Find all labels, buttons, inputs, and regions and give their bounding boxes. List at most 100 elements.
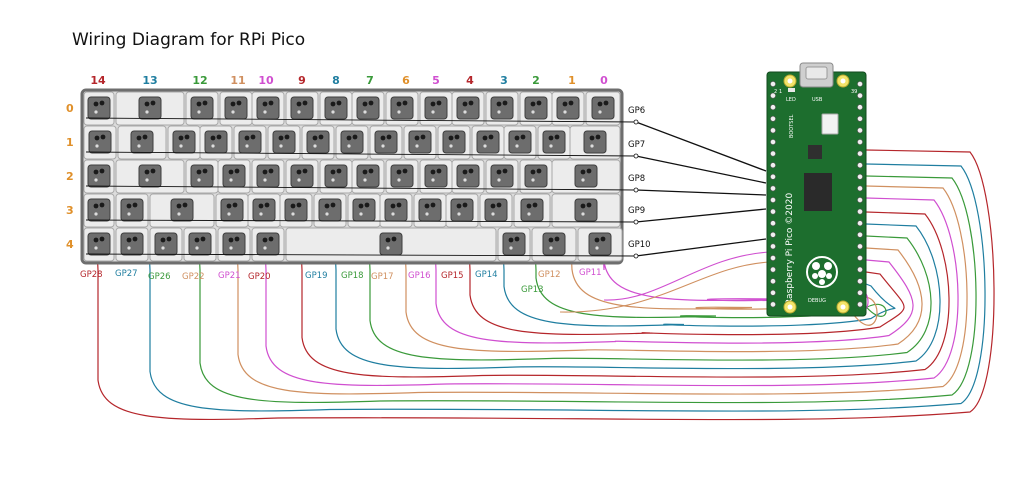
key-r2-c0 (83, 159, 115, 194)
pico-pin-right-3 (857, 104, 863, 111)
pico-pin-left-13 (770, 220, 776, 227)
key-r2-c4 (251, 159, 285, 194)
key-r3-c12 (513, 193, 551, 228)
key-r3-c8 (379, 193, 413, 228)
key-r3-c2 (149, 193, 215, 228)
row-label-2: 2 (66, 170, 74, 183)
key-r2-c8 (385, 159, 419, 194)
pico-pin-right-10 (857, 185, 863, 192)
keyboard-matrix (80, 88, 624, 265)
debug-label: DEBUG (808, 298, 826, 304)
column-label-1: 1 (568, 74, 576, 87)
pico-pin-left-4 (770, 115, 776, 122)
key-r4-c4 (217, 227, 251, 262)
key-r4-c2 (149, 227, 183, 262)
column-label-9: 9 (298, 74, 306, 87)
row-wire-GP6 (85, 117, 637, 123)
column-label-4: 4 (466, 74, 474, 87)
column-label-11: 11 (230, 74, 245, 87)
column-pin-label-GP18: GP18 (341, 271, 364, 281)
column-pin-label-GP11: GP11 (579, 268, 602, 278)
pico-pin-left-6 (770, 139, 776, 145)
row-wire-GP10 (85, 253, 637, 257)
column-label-14: 14 (90, 74, 106, 87)
key-r3-c7 (347, 193, 381, 228)
usb-label: USB (812, 97, 823, 103)
column-label-10: 10 (258, 74, 274, 87)
pico-pin-right-15 (857, 243, 863, 250)
key-r0-c10 (451, 91, 485, 126)
key-r0-c14 (585, 91, 621, 126)
row-pin-label-GP7: GP7 (628, 140, 645, 150)
key-r1-c2 (167, 125, 201, 160)
column-pin-label-GP19: GP19 (305, 271, 328, 281)
pico-pin-right-17 (857, 266, 863, 273)
row-pin-label-GP8: GP8 (628, 174, 645, 184)
key-r2-c7 (351, 159, 385, 194)
pin-39-label: 39 (851, 89, 857, 95)
pin-2-label: 2 (774, 89, 777, 95)
key-r1-c14 (569, 125, 621, 160)
pico-pin-right-1 (857, 81, 863, 87)
key-r0-c0 (83, 91, 115, 126)
key-r0-c6 (319, 91, 353, 126)
key-r1-c13 (537, 125, 571, 160)
key-r0-c13 (551, 91, 585, 126)
key-r1-c5 (267, 125, 301, 160)
bootsel-button[interactable] (821, 113, 839, 135)
pico-pin-left-2 (770, 92, 776, 99)
pico-pin-right-12 (857, 208, 863, 215)
key-r1-c10 (437, 125, 471, 160)
column-label-7: 7 (366, 74, 374, 87)
column-label-12: 12 (192, 74, 207, 87)
pico-pin-right-4 (857, 115, 863, 122)
key-r3-c11 (479, 193, 513, 228)
pico-pin-left-5 (770, 127, 776, 134)
key-r0-c11 (485, 91, 519, 126)
column-label-13: 13 (142, 74, 157, 87)
key-r4-c9 (577, 227, 623, 262)
row-wire-GP9 (85, 219, 637, 223)
pico-pin-left-15 (770, 243, 776, 250)
key-r0-c8 (385, 91, 419, 126)
key-r3-c4 (247, 193, 281, 228)
key-r1-c3 (199, 125, 233, 160)
pico-pin-right-11 (857, 197, 863, 203)
pin-1-label: 1 (779, 89, 782, 95)
led-label: LED (786, 97, 796, 103)
bootsel-label: BOOTSEL (789, 114, 795, 138)
key-r1-c12 (503, 125, 537, 160)
key-r2-c9 (419, 159, 453, 194)
rp2040-chip (804, 173, 832, 211)
key-r4-c1 (115, 227, 149, 262)
key-r2-c6 (319, 159, 353, 194)
key-r2-c3 (217, 159, 251, 194)
usb-port (805, 66, 828, 80)
diagram-title: Wiring Diagram for RPi Pico (72, 30, 306, 50)
pico-pin-right-18 (857, 278, 863, 285)
led-icon (788, 88, 795, 92)
pico-pin-left-14 (770, 231, 776, 238)
column-pin-label-GP20: GP20 (248, 272, 271, 282)
key-r1-c0 (83, 125, 117, 160)
pico-pin-right-2 (857, 92, 863, 99)
pico-pin-right-7 (857, 150, 863, 157)
key-r0-c4 (251, 91, 285, 126)
key-r3-c6 (313, 193, 347, 228)
column-label-6: 6 (402, 74, 410, 87)
key-r4-c6 (285, 227, 497, 262)
column-pin-label-GP13: GP13 (521, 285, 544, 295)
pico-pin-left-18 (770, 278, 776, 285)
column-pin-label-GP16: GP16 (408, 271, 431, 281)
pico-pin-left-11 (770, 197, 776, 203)
column-pin-label-GP17: GP17 (371, 272, 394, 282)
column-pin-label-GP12: GP12 (538, 270, 561, 280)
row-label-4: 4 (66, 238, 74, 251)
key-r4-c5 (251, 227, 285, 262)
column-label-2: 2 (532, 74, 540, 87)
key-r0-c3 (219, 91, 253, 126)
column-label-8: 8 (332, 74, 340, 87)
key-r2-c10 (451, 159, 485, 194)
key-r0-c7 (351, 91, 385, 126)
